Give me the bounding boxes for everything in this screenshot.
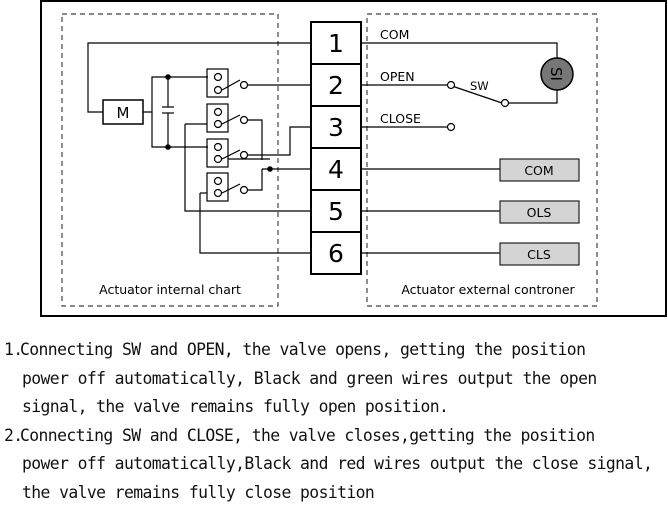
instruction-notes: 1.Connecting SW and OPEN, the valve open… xyxy=(4,336,666,507)
terminal-2: 2 xyxy=(328,71,344,100)
terminal-6: 6 xyxy=(328,239,344,268)
terminal-1: 1 xyxy=(328,29,344,58)
close-contact xyxy=(448,124,455,131)
note-2-line-2: power off automatically,Black and red wi… xyxy=(4,450,666,479)
sw-pivot xyxy=(502,100,509,107)
terminal-block xyxy=(311,22,361,274)
note-1-line-1: 1.Connecting SW and OPEN, the valve open… xyxy=(4,336,666,365)
note-2-line-1: 2.Connecting SW and CLOSE, the valve clo… xyxy=(4,422,666,451)
open-contact xyxy=(448,82,455,89)
note-1-line-2: power off automatically, Black and green… xyxy=(4,365,666,394)
note-2-number: 2. xyxy=(4,422,20,451)
note-1-number: 1. xyxy=(4,336,20,365)
close-label: CLOSE xyxy=(380,111,421,126)
external-caption: Actuator external controner xyxy=(401,282,575,297)
output-cls: CLS xyxy=(527,247,551,262)
terminal-5: 5 xyxy=(328,197,344,226)
terminal-4: 4 xyxy=(328,155,344,184)
sw-label: SW xyxy=(470,79,489,93)
wiring-diagram: 1 2 3 4 5 6 xyxy=(0,0,668,320)
power-source-label: SI xyxy=(547,67,565,81)
open-label: OPEN xyxy=(380,69,415,84)
com-label: COM xyxy=(380,27,409,42)
terminal-3: 3 xyxy=(328,113,344,142)
output-ols: OLS xyxy=(527,205,552,220)
motor-label: M xyxy=(117,104,130,122)
note-1-text-1: Connecting SW and OPEN, the valve opens,… xyxy=(20,340,585,359)
output-com: COM xyxy=(524,163,553,178)
note-2-line-3: the valve remains fully close position xyxy=(4,479,666,507)
note-1-line-3: signal, the valve remains fully open pos… xyxy=(4,393,666,422)
internal-caption: Actuator internal chart xyxy=(99,282,241,297)
note-2-text-1: Connecting SW and CLOSE, the valve close… xyxy=(20,426,595,445)
